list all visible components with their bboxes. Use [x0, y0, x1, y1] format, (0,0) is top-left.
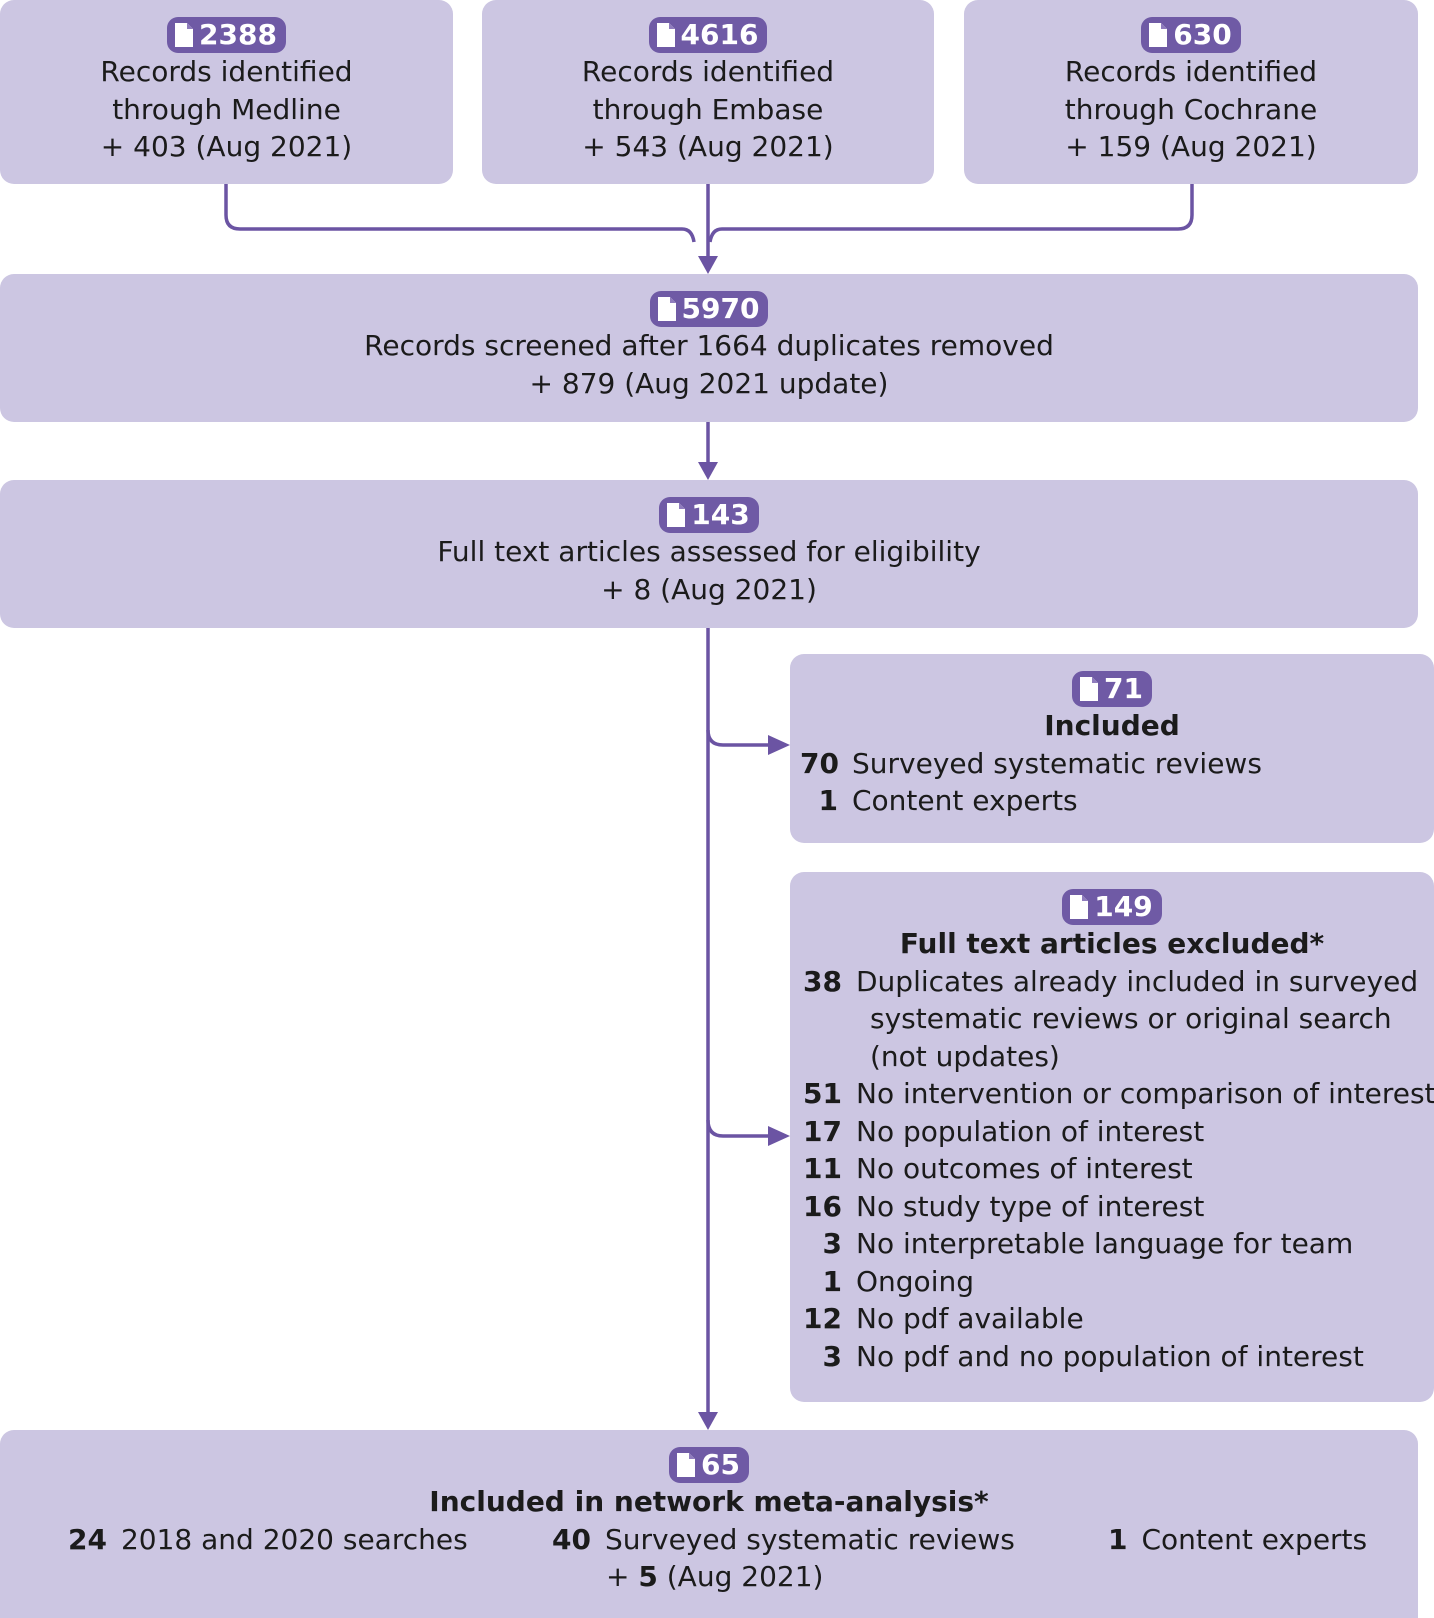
- included-title: Included: [1044, 709, 1180, 742]
- eligibility-line: + 8 (Aug 2021): [601, 572, 817, 606]
- final-title: Included in network meta-analysis*: [429, 1485, 989, 1518]
- item-text: Surveyed systematic reviews: [604, 1522, 1015, 1556]
- item-count: 70: [800, 746, 839, 780]
- screened-line: Records screened after 1664 duplicates r…: [364, 329, 1054, 362]
- final-update-line: + 5 (Aug 2021): [552, 1558, 1015, 1596]
- document-icon: [1149, 23, 1168, 47]
- screened-line: + 879 (Aug 2021 update): [529, 366, 889, 400]
- count-badge: 65: [669, 1447, 749, 1483]
- document-icon: [667, 503, 686, 527]
- eligibility-box: 143 Full text articles assessed for elig…: [0, 480, 1418, 628]
- count-value: 2388: [199, 18, 277, 51]
- count-value: 4616: [680, 18, 759, 51]
- item-text: No pdf and no population of interest: [856, 1339, 1364, 1373]
- list-item: 38 Duplicates already included in surveye…: [800, 963, 1434, 1001]
- item-text: 2018 and 2020 searches: [120, 1522, 468, 1556]
- source-box-medline: 2388 Records identified through Medline …: [0, 0, 453, 184]
- count-value: 149: [1094, 890, 1153, 923]
- list-item-continuation: (not updates): [800, 1038, 1434, 1076]
- source-box-embase: 4616 Records identified through Embase +…: [482, 0, 934, 184]
- item-count: 1: [818, 784, 838, 817]
- list-item-continuation: systematic reviews or original search: [800, 1000, 1434, 1038]
- list-item: 1 Ongoing: [800, 1263, 1434, 1301]
- count-badge: 71: [1072, 671, 1152, 707]
- count-value: 143: [691, 498, 750, 531]
- item-count: 3: [822, 1227, 842, 1260]
- list-item: 11 No outcomes of interest: [800, 1150, 1434, 1188]
- item-count: 51: [803, 1077, 842, 1110]
- final-col-reviews: 40 Surveyed systematic reviews + 5 (Aug 2…: [552, 1521, 1015, 1596]
- count-badge: 4616: [648, 17, 768, 53]
- update-count: 5: [638, 1560, 658, 1593]
- update-prefix: +: [606, 1560, 639, 1593]
- item-text: Surveyed systematic reviews: [852, 746, 1262, 780]
- list-item: 17 No population of interest: [800, 1113, 1434, 1151]
- item-text: No intervention or comparison of interes…: [856, 1077, 1434, 1110]
- item-count: 40: [552, 1522, 591, 1556]
- source-line: + 543 (Aug 2021): [582, 130, 834, 163]
- list-item: 1 Content experts: [800, 782, 1434, 820]
- item-text: No pdf available: [856, 1302, 1084, 1335]
- eligibility-line: Full text articles assessed for eligibil…: [437, 535, 981, 568]
- source-line: Records identified: [581, 55, 835, 88]
- item-count: 12: [803, 1302, 842, 1335]
- list-item: 3 No pdf and no population of interest: [800, 1338, 1434, 1376]
- document-icon: [1070, 895, 1089, 919]
- source-line: through Embase: [592, 92, 824, 126]
- count-badge: 630: [1141, 17, 1241, 53]
- source-box-cochrane: 630 Records identified through Cochrane …: [964, 0, 1418, 184]
- document-icon: [175, 23, 194, 47]
- item-text: No interpretable language for team: [856, 1227, 1354, 1260]
- item-text: Ongoing: [856, 1264, 974, 1298]
- item-text: (not updates): [870, 1039, 1060, 1073]
- item-text: No study type of interest: [856, 1189, 1205, 1223]
- included-box: 71 Included 70 Surveyed systematic review…: [790, 654, 1434, 843]
- list-item: 3 No interpretable language for team: [800, 1225, 1434, 1263]
- final-box: 65 Included in network meta-analysis* 24…: [0, 1430, 1418, 1618]
- list-item: 51 No intervention or comparison of inter…: [800, 1075, 1434, 1113]
- item-count: 24: [68, 1522, 107, 1556]
- count-value: 630: [1173, 18, 1232, 51]
- document-icon: [657, 297, 676, 321]
- item-count: 38: [803, 964, 842, 998]
- document-icon: [1080, 677, 1099, 701]
- source-line: Records identified: [100, 55, 353, 88]
- item-text: systematic reviews or original search: [870, 1002, 1392, 1035]
- final-col-experts: 1 Content experts: [1108, 1521, 1367, 1559]
- item-text: No population of interest: [856, 1114, 1205, 1148]
- item-count: 11: [803, 1152, 842, 1185]
- source-line: + 159 (Aug 2021): [1065, 130, 1317, 163]
- list-item: 12 No pdf available: [800, 1300, 1434, 1338]
- source-line: + 403 (Aug 2021): [100, 130, 353, 163]
- item-count: 3: [822, 1339, 842, 1373]
- document-icon: [656, 23, 675, 47]
- item-text: Content experts: [852, 784, 1078, 817]
- source-line: through Medline: [112, 92, 341, 126]
- count-value: 65: [701, 1448, 740, 1481]
- list-item: 70 Surveyed systematic reviews: [800, 745, 1434, 783]
- excluded-box: 149 Full text articles excluded* 38 Dupli…: [790, 872, 1434, 1402]
- item-count: 1: [822, 1264, 842, 1298]
- item-count: 16: [803, 1189, 842, 1223]
- final-col-searches: 24 2018 and 2020 searches: [68, 1521, 468, 1559]
- count-badge: 143: [659, 497, 759, 533]
- excluded-title: Full text articles excluded*: [899, 927, 1325, 960]
- list-item: 16 No study type of interest: [800, 1188, 1434, 1226]
- item-text: No outcomes of interest: [856, 1152, 1193, 1185]
- item-text: Content experts: [1141, 1522, 1368, 1556]
- update-suffix: (Aug 2021): [657, 1560, 824, 1593]
- screened-box: 5970 Records screened after 1664 duplica…: [0, 274, 1418, 422]
- count-value: 5970: [681, 292, 760, 325]
- count-value: 71: [1104, 672, 1143, 705]
- document-icon: [677, 1453, 696, 1477]
- item-count: 17: [803, 1114, 842, 1148]
- source-line: Records identified: [1064, 55, 1318, 88]
- item-text: Duplicates already included in surveyed: [856, 964, 1419, 998]
- count-badge: 5970: [649, 291, 769, 327]
- count-badge: 2388: [167, 17, 286, 53]
- count-badge: 149: [1062, 889, 1162, 925]
- item-count: 1: [1108, 1522, 1128, 1556]
- source-line: through Cochrane: [1064, 92, 1318, 126]
